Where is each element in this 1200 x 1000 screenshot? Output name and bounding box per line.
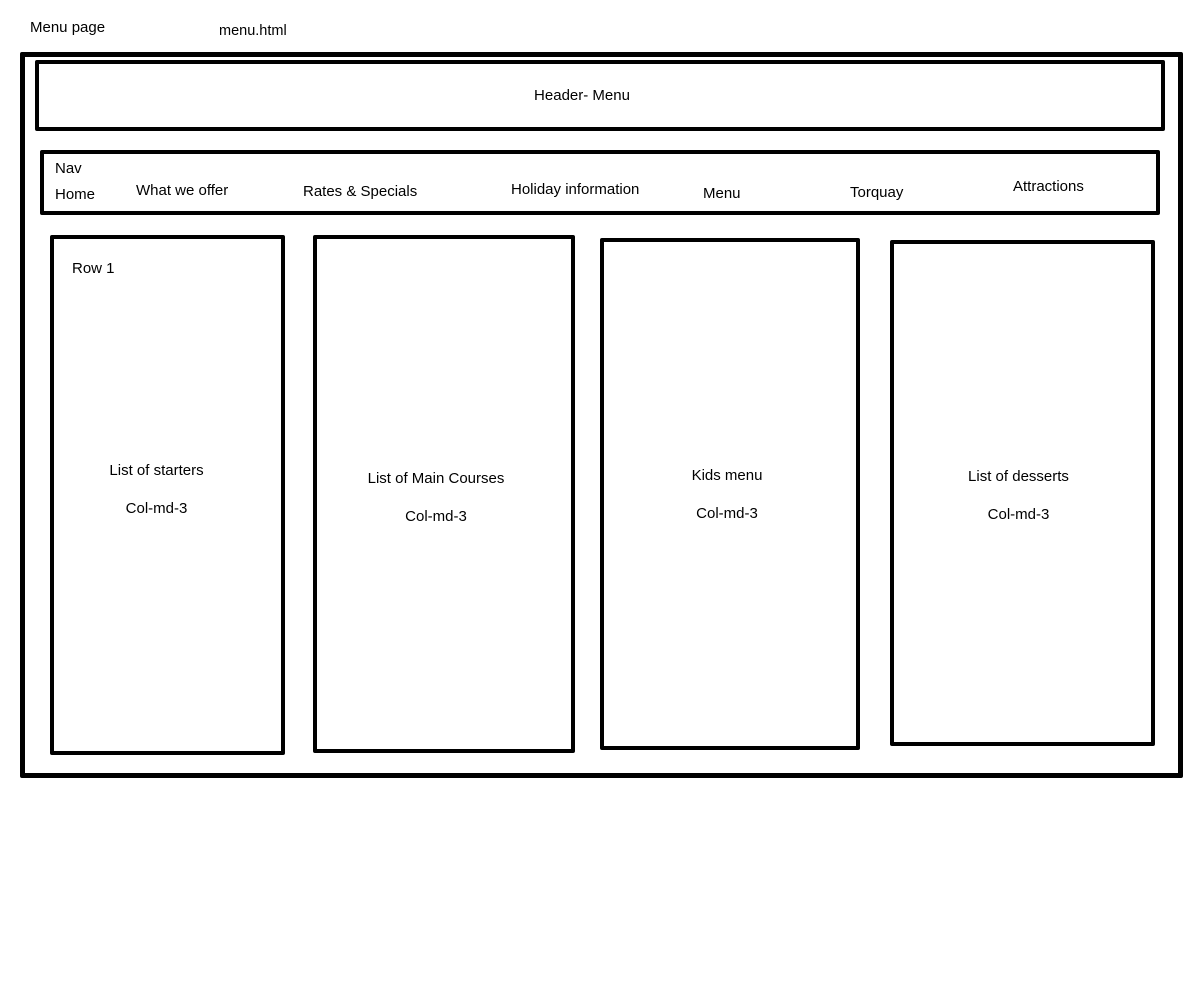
column-title: List of starters xyxy=(109,462,204,479)
column-title: List of Main Courses xyxy=(367,470,505,487)
nav-item-holiday-information[interactable]: Holiday information xyxy=(511,181,640,198)
header-region: Header- Menu xyxy=(35,60,1165,131)
nav-item-menu[interactable]: Menu xyxy=(703,185,741,202)
column-grid-class-label: Col-md-3 xyxy=(405,508,467,525)
column-grid-class-label: Col-md-3 xyxy=(125,500,188,517)
column-title: Kids menu xyxy=(691,467,763,484)
nav-item-what-we-offer[interactable]: What we offer xyxy=(136,182,229,199)
column-starters: Row 1 List of starters Col-md-3 xyxy=(50,235,285,755)
column-title: List of desserts xyxy=(968,468,1069,485)
column-kids-menu: Kids menu Col-md-3 xyxy=(600,238,860,750)
nav-item-attractions[interactable]: Attractions xyxy=(1013,178,1084,195)
column-desserts: List of desserts Col-md-3 xyxy=(890,240,1155,746)
nav-item-torquay[interactable]: Torquay xyxy=(850,184,904,201)
file-name-label: menu.html xyxy=(219,23,287,39)
header-title: Header- Menu xyxy=(534,87,630,104)
column-main-courses: List of Main Courses Col-md-3 xyxy=(313,235,575,753)
column-grid-class-label: Col-md-3 xyxy=(696,505,758,522)
column-grid-class-label: Col-md-3 xyxy=(987,506,1050,523)
nav-item-home[interactable]: Home xyxy=(55,186,96,203)
page-container: Header- Menu Nav Home What we offer Rate… xyxy=(20,52,1183,778)
navbar-region: Nav Home What we offer Rates & Specials … xyxy=(40,150,1160,215)
nav-item-rates-specials[interactable]: Rates & Specials xyxy=(303,183,418,200)
page-title: Menu page xyxy=(30,19,106,36)
nav-label: Nav xyxy=(55,160,82,177)
row-label: Row 1 xyxy=(72,260,115,277)
